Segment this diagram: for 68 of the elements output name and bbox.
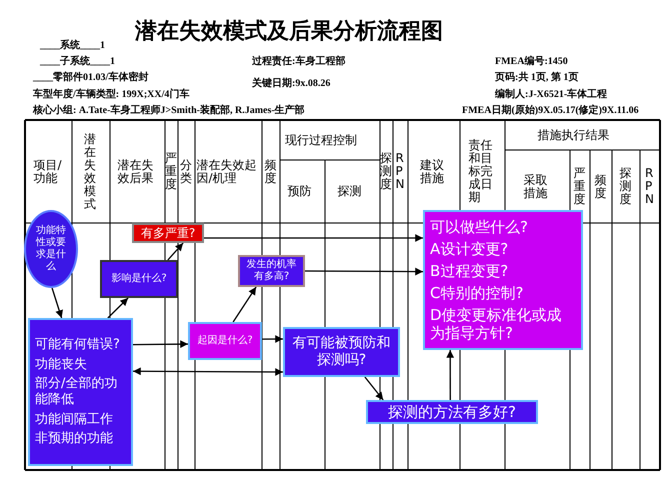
- arrow: [364, 376, 384, 400]
- question-box: [238, 255, 305, 287]
- column-header: 严重度: [574, 167, 586, 206]
- node-text: 功能特性或要求是什么: [34, 225, 67, 273]
- column-header: RPN: [396, 152, 406, 191]
- node-text: 可能有何错误?: [35, 337, 121, 353]
- title: 潜在失效模式及后果分析流程图: [135, 17, 443, 45]
- question-box: [28, 318, 133, 466]
- column-header: 严重度: [165, 152, 178, 191]
- column-header: 潜在失效模式: [84, 132, 97, 210]
- header-field: 编制人:J-X6521-车体工程: [495, 87, 608, 101]
- header-field: 过程责任:车身工程部: [252, 54, 346, 68]
- column-header: 探测度: [620, 167, 632, 206]
- node-text: B过程变更?: [430, 262, 510, 280]
- column-header: RPN: [645, 167, 655, 206]
- arrow: [204, 234, 423, 242]
- column-header: 责任和目标完成日期: [468, 139, 494, 204]
- column-header: 预防: [288, 185, 312, 198]
- arrow: [133, 367, 283, 376]
- column-header: 探测: [338, 185, 362, 198]
- question-box: [283, 327, 400, 377]
- question-box: [366, 400, 538, 424]
- column-header: 频度: [264, 158, 278, 184]
- header-field: 页码:共 1页, 第 1页: [495, 70, 578, 84]
- node-text: 发生的机率有多高?: [246, 259, 298, 283]
- column-header: 潜在失效起因/机理: [196, 158, 258, 184]
- column-header: 现行过程控制: [285, 134, 358, 146]
- question-box: [132, 223, 204, 243]
- arrow: [262, 335, 283, 343]
- header-field: ____系统____1: [40, 38, 105, 52]
- node-text: A设计变更?: [430, 240, 510, 258]
- node-text: 起因是什么?: [196, 335, 254, 347]
- node-text: 有多严重?: [140, 226, 196, 240]
- header-field: FMEA编号:1450: [495, 54, 568, 68]
- arrow: [305, 268, 423, 276]
- node-text: 功能丧失: [35, 356, 88, 372]
- column-header: 建议措施: [420, 158, 445, 184]
- node-text: 影响是什么?: [110, 273, 168, 285]
- arrow: [446, 350, 454, 400]
- question-box: [423, 210, 583, 350]
- question-box: [188, 322, 262, 360]
- column-header: 探测度: [380, 152, 393, 191]
- column-header: 采取措施: [524, 174, 548, 200]
- column-header: 分类: [180, 158, 193, 184]
- header-field: ____零部件01.03/车体密封: [33, 70, 148, 84]
- node-text: 部分/全部的功能降低: [35, 376, 118, 408]
- node-text: C特别的控制?: [430, 284, 524, 302]
- arrow: [133, 340, 188, 348]
- node-text: 非预期的功能: [35, 431, 114, 447]
- column-header: 措施执行结果: [538, 128, 610, 142]
- column-header: 频度: [594, 174, 608, 200]
- node-text: 有可能被预防和探测吗?: [292, 335, 392, 369]
- header-field: 车型年度/车辆类型: 199X;XX/4门车: [33, 87, 190, 101]
- column-header: 项目/功能: [34, 158, 63, 184]
- header-field: ____子系统____1: [40, 54, 115, 68]
- arrow: [51, 288, 63, 318]
- question-box: [100, 260, 178, 298]
- header-field: FMEA日期(原始)9X.05.17(修定)9X.11.06: [462, 103, 639, 117]
- node-text: 功能间隔工作: [35, 412, 114, 428]
- header-field: 关键日期:9x.08.26: [252, 76, 330, 90]
- node-text: D使变更标准化或成为指导方针?: [430, 306, 563, 342]
- arrow: [232, 286, 257, 322]
- arrow: [167, 242, 184, 260]
- node-text: 探测的方法有多好?: [387, 403, 517, 421]
- header-field: 核心小组: A.Tate-车身工程师J>Smith-装配部, R.James-生产部: [33, 103, 305, 117]
- arrow: [107, 298, 129, 318]
- column-header: 潜在失效后果: [118, 158, 154, 184]
- node-text: 可以做些什么?: [430, 218, 529, 236]
